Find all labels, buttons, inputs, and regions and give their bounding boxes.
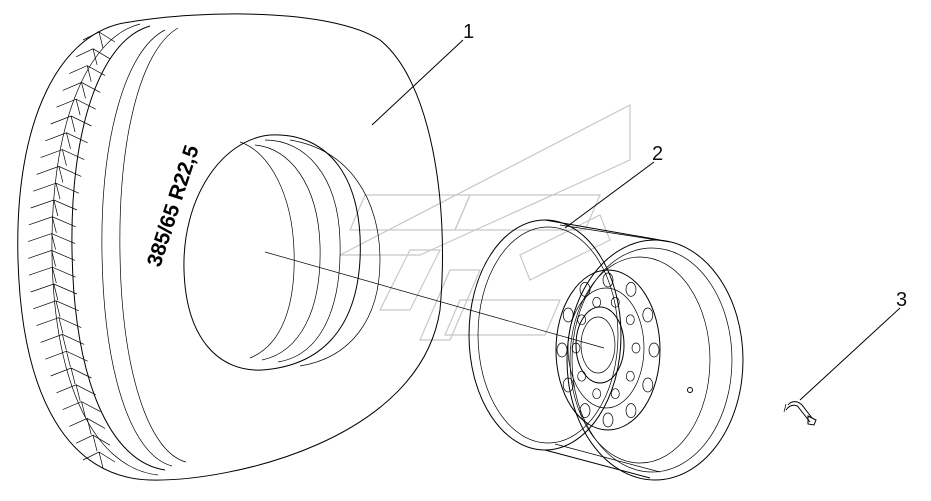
vent-hole [642, 307, 654, 323]
tread-lug [69, 418, 106, 435]
tread-lug [69, 65, 106, 82]
tread-lug [40, 149, 85, 166]
tread-lug [82, 451, 116, 469]
bolt-hole [577, 314, 587, 326]
bolt-hole [625, 370, 635, 382]
tire: 385/65 R22,5 [17, 13, 443, 481]
tread-lug [62, 401, 101, 418]
vent-hole [562, 377, 574, 393]
bolt-hole [571, 342, 581, 354]
vent-hole [642, 377, 654, 393]
vent-hole [562, 307, 574, 323]
vent-hole [579, 403, 591, 418]
tread-lug [33, 300, 79, 317]
tread-lug [36, 166, 82, 183]
tread-lug [45, 350, 88, 368]
bolt-hole [577, 370, 587, 382]
bolt-holes [571, 296, 641, 400]
tread-lug [27, 250, 76, 267]
tire-size-label: 385/65 R22,5 [143, 142, 204, 269]
vent-hole [648, 342, 660, 358]
tread-lug [45, 132, 88, 149]
bolt-hole [631, 342, 641, 354]
tread-lug [28, 266, 76, 284]
tread-pattern [27, 31, 116, 469]
bolt-hole [610, 296, 620, 308]
vent-hole [579, 282, 591, 297]
bolt-hole [592, 388, 602, 400]
leader-lines [264, 39, 901, 401]
tread-lug [82, 31, 116, 49]
bolt-hole [592, 296, 602, 308]
watermark-logo [339, 104, 631, 341]
tread-lug [56, 98, 96, 116]
bolt-hole [625, 314, 635, 326]
tread-lug [62, 82, 101, 99]
tread-lug [75, 434, 111, 452]
vent-holes [556, 272, 660, 428]
bolt-hole [610, 388, 620, 400]
tread-lug [27, 233, 76, 250]
callout-3: 3 [896, 289, 907, 311]
tread-lug [30, 199, 78, 217]
tread-lug [36, 317, 82, 334]
valve-stem [783, 401, 817, 426]
tread-lug [75, 48, 111, 65]
callout-2: 2 [652, 143, 663, 165]
valve-hole [687, 387, 693, 393]
tread-lug [30, 283, 78, 301]
vent-hole [556, 342, 568, 358]
vent-hole [625, 282, 637, 297]
tread-lug [33, 182, 79, 200]
callout-1: 1 [463, 21, 474, 43]
vent-hole [602, 412, 614, 428]
tread-lug [28, 216, 76, 233]
vent-hole [602, 272, 614, 288]
vent-hole [625, 403, 637, 418]
tread-lug [56, 384, 96, 401]
tread-lug [40, 334, 85, 351]
wheel-rim [468, 219, 744, 481]
tread-lug [50, 367, 92, 385]
tread-lug [50, 115, 92, 133]
